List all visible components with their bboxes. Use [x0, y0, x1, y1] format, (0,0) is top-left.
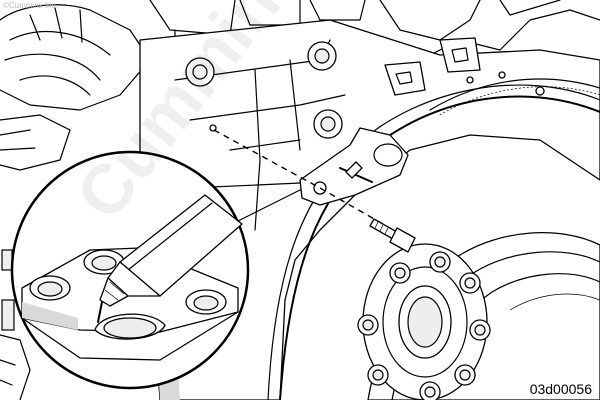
figure-code-label: 03d00056: [529, 381, 592, 397]
ring-gear: [429, 71, 600, 117]
crankshaft-hub: [357, 243, 491, 400]
detail-callout: [10, 150, 301, 390]
copyright-notice: ©Cummins Inc.: [3, 1, 58, 10]
alignment-tool: [299, 127, 409, 206]
capscrew: [369, 218, 416, 253]
alignment-guide: [213, 129, 384, 225]
